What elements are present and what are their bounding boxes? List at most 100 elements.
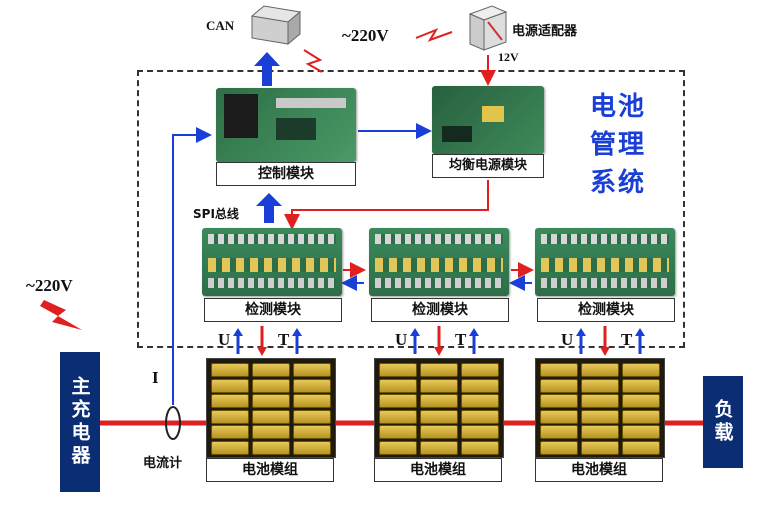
battery-cell bbox=[540, 409, 578, 424]
arrow-up-icon bbox=[469, 328, 479, 354]
battery-cell bbox=[461, 425, 499, 439]
battery-cell bbox=[293, 425, 331, 439]
control-module-board bbox=[216, 88, 356, 162]
t-signal-label: T bbox=[621, 330, 633, 349]
battery-cell bbox=[581, 440, 619, 455]
balance-module-label: 均衡电源模块 bbox=[432, 154, 544, 178]
battery-cell bbox=[252, 378, 290, 393]
battery-cell bbox=[379, 440, 417, 455]
battery-cell bbox=[540, 425, 578, 439]
adapter-voltage-label: 12V bbox=[498, 50, 519, 64]
control-module-label: 控制模块 bbox=[216, 162, 356, 186]
lightning-top-2 bbox=[415, 27, 453, 42]
battery-pack bbox=[535, 358, 665, 458]
detect-module-label: 检测模块 bbox=[204, 298, 342, 322]
battery-cell bbox=[461, 409, 499, 424]
battery-cell bbox=[540, 394, 578, 408]
balance-to-detect-arrow bbox=[284, 180, 489, 230]
battery-cell bbox=[293, 378, 331, 393]
u-signal-label: U bbox=[218, 330, 231, 349]
battery-cell bbox=[420, 409, 458, 424]
current-sense-line bbox=[172, 127, 212, 405]
load-label: 负载 bbox=[711, 399, 734, 445]
system-title: 电池 管理 系统 bbox=[590, 88, 646, 202]
adapter-label: 电源适配器 bbox=[512, 24, 578, 39]
battery-cell bbox=[252, 394, 290, 408]
system-title-line-2: 管理 bbox=[590, 130, 647, 160]
can-device-icon bbox=[250, 5, 302, 46]
detect-module-board bbox=[202, 228, 342, 296]
battery-pack-label: 电池模组 bbox=[374, 458, 502, 482]
can-label: CAN bbox=[206, 18, 235, 33]
battery-cell bbox=[622, 394, 660, 408]
t-signal-label: T bbox=[278, 330, 290, 349]
battery-cell bbox=[420, 425, 458, 439]
battery-cell bbox=[211, 425, 249, 439]
battery-cell bbox=[379, 378, 417, 393]
battery-cell bbox=[379, 409, 417, 424]
u-signal-label: U bbox=[561, 330, 574, 349]
arrow-up-can-icon bbox=[254, 52, 280, 86]
current-meter-loop bbox=[165, 406, 181, 440]
battery-cell bbox=[622, 363, 660, 377]
detect-module-board bbox=[535, 228, 675, 296]
battery-cell bbox=[540, 440, 578, 455]
arrow-up-icon bbox=[635, 328, 645, 354]
battery-cell bbox=[581, 409, 619, 424]
system-boundary bbox=[137, 70, 685, 348]
battery-cell bbox=[379, 394, 417, 408]
voltage-top-label: ~220V bbox=[342, 26, 389, 45]
detect-module-label: 检测模块 bbox=[537, 298, 675, 322]
arrow-down-icon bbox=[600, 326, 610, 356]
main-charger-label: 主充电器 bbox=[68, 376, 91, 468]
battery-pack-label: 电池模组 bbox=[535, 458, 663, 482]
battery-cell bbox=[293, 440, 331, 455]
t-signal-label: T bbox=[455, 330, 467, 349]
battery-cell bbox=[581, 378, 619, 393]
arrow-up-icon bbox=[410, 328, 420, 354]
arrow-up-spi-icon bbox=[256, 193, 282, 223]
system-title-line-1: 电池 bbox=[590, 92, 647, 122]
battery-cell bbox=[581, 394, 619, 408]
battery-pack bbox=[206, 358, 336, 458]
battery-cell bbox=[293, 363, 331, 377]
detect-module-label: 检测模块 bbox=[371, 298, 509, 322]
battery-cell bbox=[622, 425, 660, 439]
battery-cell bbox=[461, 378, 499, 393]
system-title-line-3: 系统 bbox=[590, 168, 647, 198]
battery-cell bbox=[211, 378, 249, 393]
battery-cell bbox=[622, 409, 660, 424]
battery-cell bbox=[420, 394, 458, 408]
battery-cell bbox=[540, 363, 578, 377]
detect-module-board bbox=[369, 228, 509, 296]
battery-cell bbox=[211, 440, 249, 455]
battery-cell bbox=[211, 394, 249, 408]
battery-pack-label: 电池模组 bbox=[206, 458, 334, 482]
load-box: 负载 bbox=[703, 376, 743, 468]
battery-cell bbox=[293, 394, 331, 408]
current-label: I bbox=[152, 368, 159, 387]
battery-cell bbox=[420, 363, 458, 377]
battery-cell bbox=[211, 363, 249, 377]
battery-pack bbox=[374, 358, 504, 458]
battery-cell bbox=[379, 425, 417, 439]
arrow-up-icon bbox=[233, 328, 243, 354]
arrow-up-icon bbox=[292, 328, 302, 354]
current-meter-label: 电流计 bbox=[143, 456, 183, 471]
battery-cell bbox=[252, 363, 290, 377]
battery-cell bbox=[252, 409, 290, 424]
arrow-down-icon bbox=[434, 326, 444, 356]
battery-cell bbox=[622, 378, 660, 393]
battery-cell bbox=[461, 363, 499, 377]
battery-cell bbox=[252, 440, 290, 455]
balance-module-board bbox=[432, 86, 544, 154]
voltage-left-label: ~220V bbox=[26, 276, 73, 295]
u-signal-label: U bbox=[395, 330, 408, 349]
battery-cell bbox=[211, 409, 249, 424]
arrow-down-icon bbox=[257, 326, 267, 356]
battery-cell bbox=[420, 440, 458, 455]
battery-cell bbox=[581, 363, 619, 377]
arrow-up-icon bbox=[576, 328, 586, 354]
battery-cell bbox=[461, 440, 499, 455]
lightning-left-icon bbox=[40, 300, 82, 330]
